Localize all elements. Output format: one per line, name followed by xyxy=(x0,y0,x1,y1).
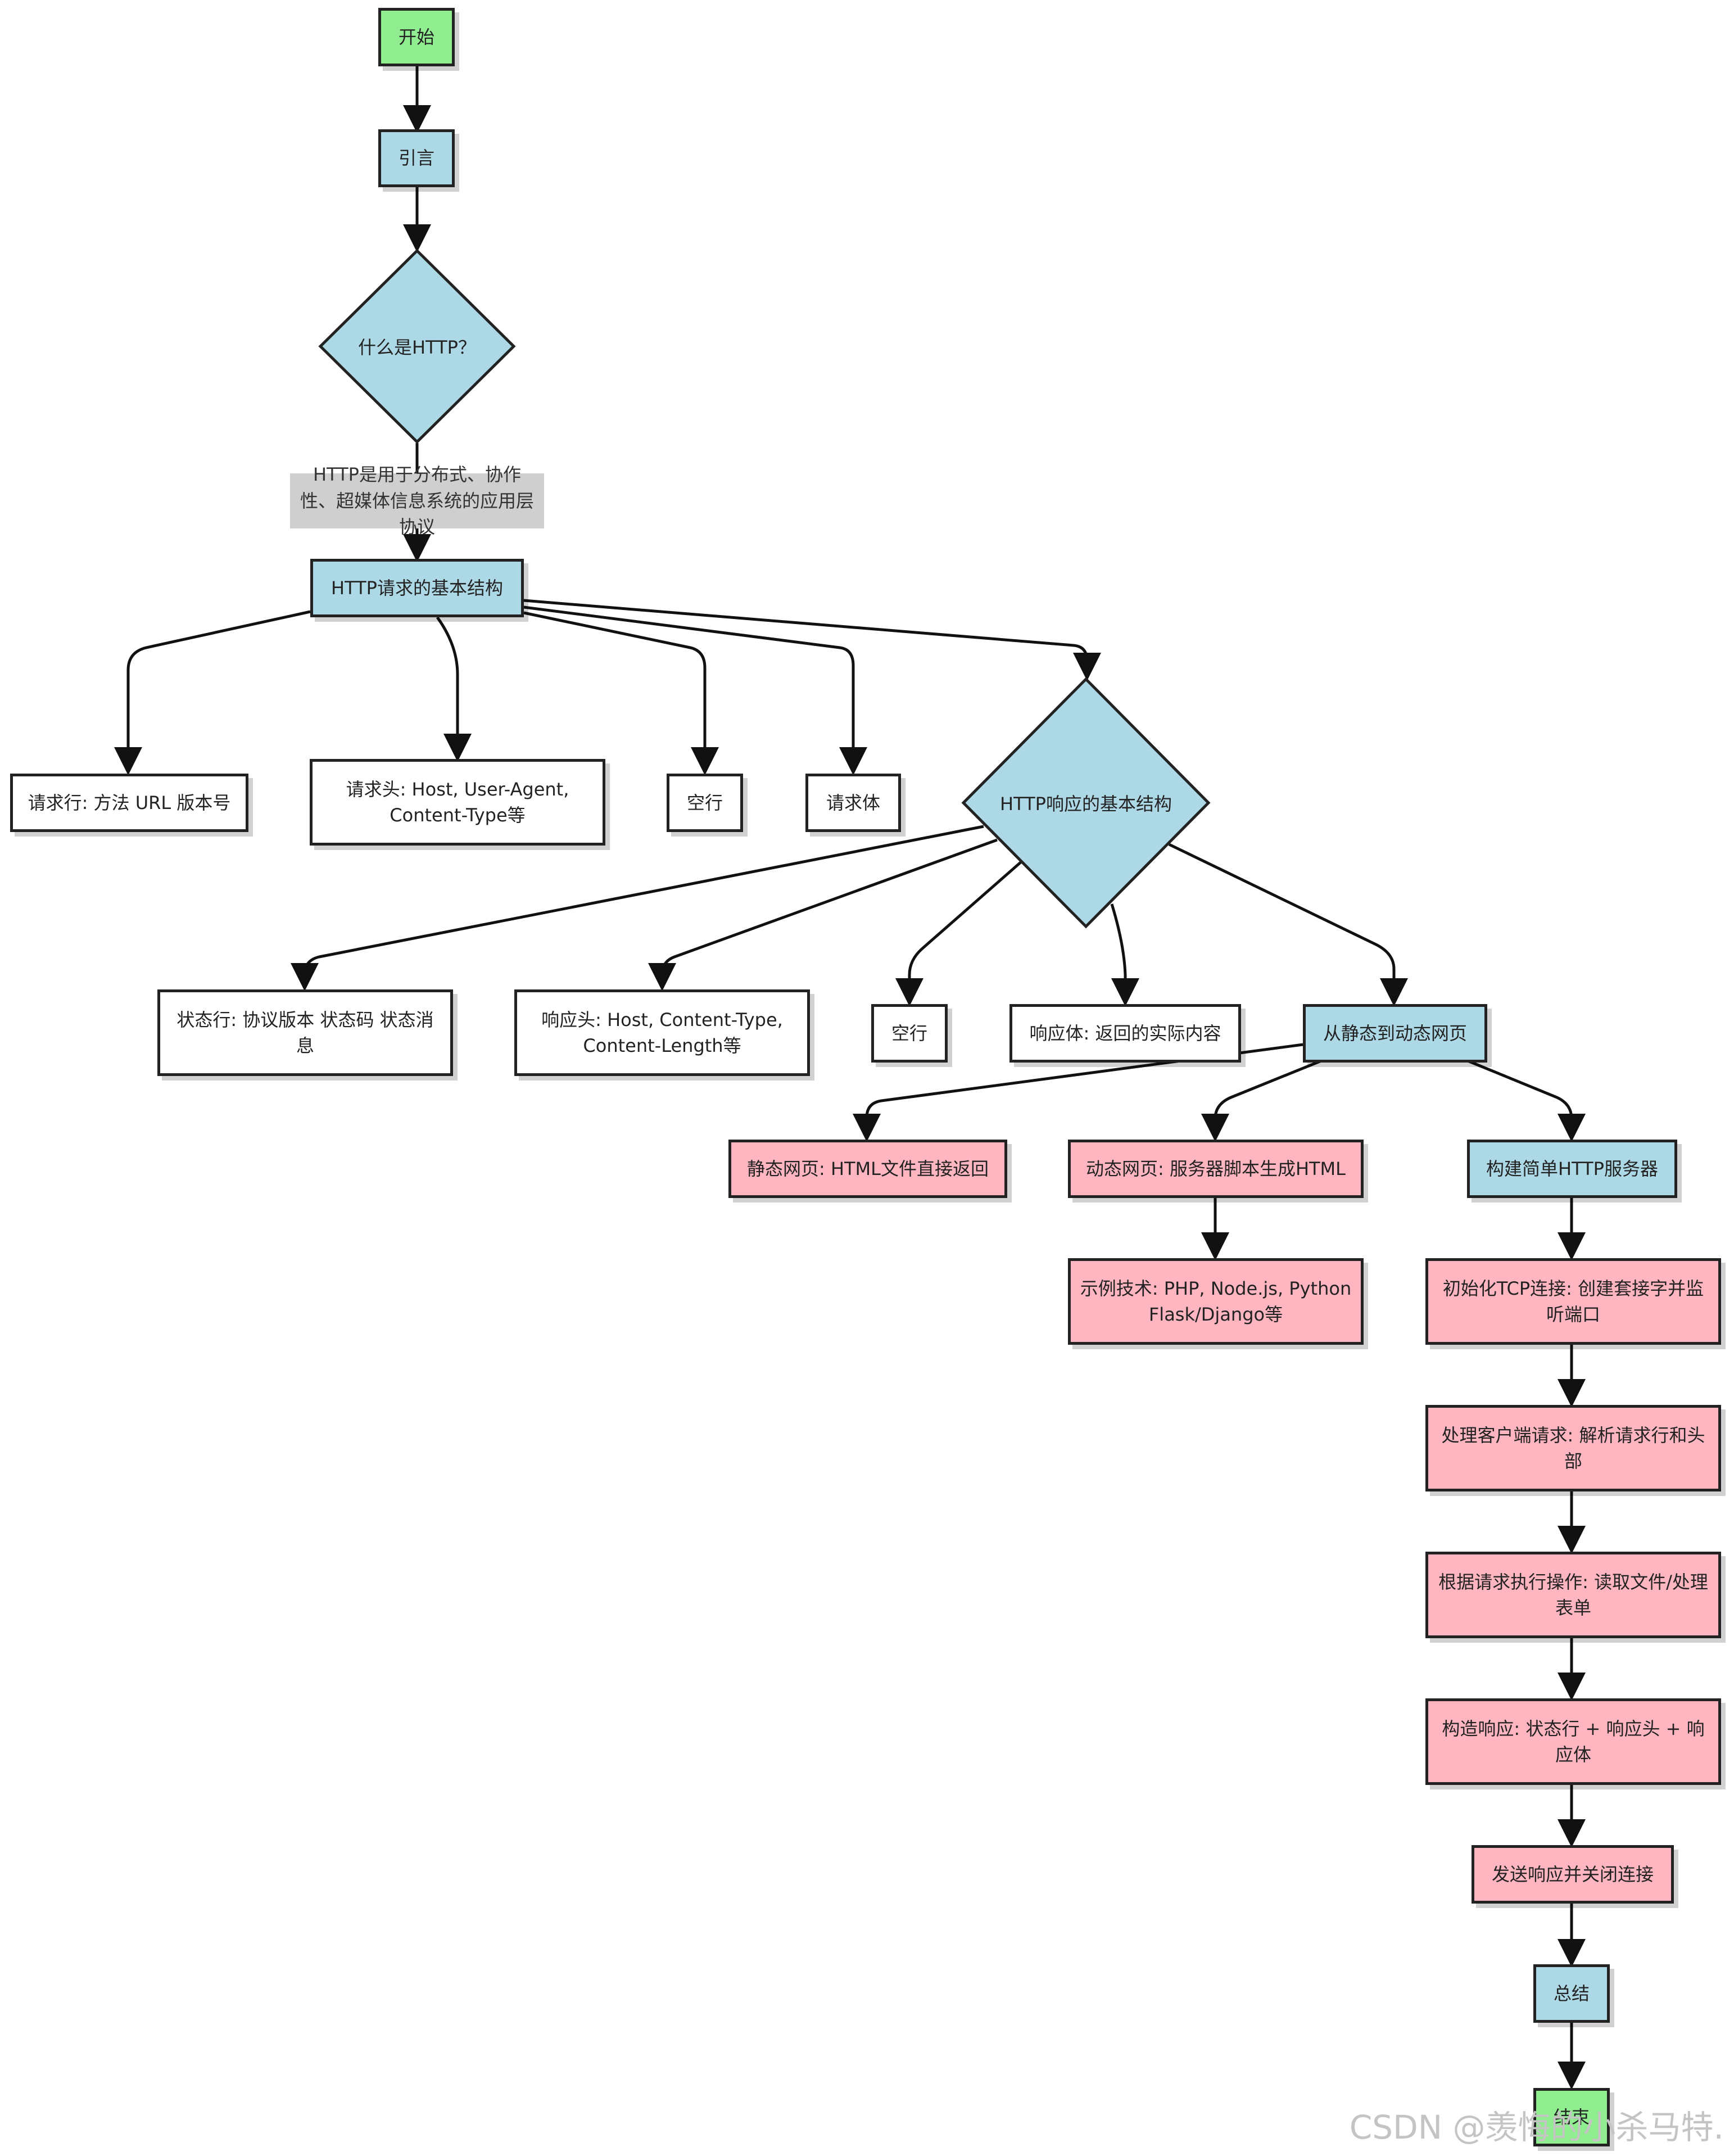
node-resp-header: 响应头: Host, Content-Type, Content-Length等 xyxy=(514,989,810,1076)
node-static-dynamic: 从静态到动态网页 xyxy=(1303,1004,1487,1063)
node-req-line: 请求行: 方法 URL 版本号 xyxy=(10,774,248,832)
node-init-tcp: 初始化TCP连接: 创建套接字并监听端口 xyxy=(1425,1258,1721,1345)
edge-sd-build xyxy=(1463,1057,1586,1142)
node-status-line: 状态行: 协议版本 状态码 状态消息 xyxy=(157,989,453,1076)
node-start: 开始 xyxy=(378,8,455,66)
node-resp-body: 响应体: 返回的实际内容 xyxy=(1009,1004,1241,1063)
edge-reqstruct-reqheader xyxy=(436,616,472,762)
edge-resp-staticdyn xyxy=(1168,843,1408,1006)
node-resp-blank: 空行 xyxy=(871,1004,948,1063)
node-dynamic-page: 动态网页: 服务器脚本生成HTML xyxy=(1068,1140,1364,1198)
node-build-server: 构建简单HTTP服务器 xyxy=(1467,1140,1677,1198)
edge-sd-static xyxy=(853,1043,1303,1142)
node-send-close: 发送响应并关闭连接 xyxy=(1472,1845,1674,1904)
edge-reqstruct-blank xyxy=(523,611,719,775)
node-req-body: 请求体 xyxy=(805,774,901,832)
node-execute: 根据请求执行操作: 读取文件/处理表单 xyxy=(1425,1552,1721,1638)
csdn-watermark: CSDN @羡悔的小杀马特. xyxy=(1349,2108,1724,2146)
edge-resp-respheader xyxy=(648,838,998,991)
edge-reqstruct-reqline xyxy=(114,610,311,775)
node-example-tech: 示例技术: PHP, Node.js, Python Flask/Django等 xyxy=(1068,1258,1364,1345)
edge-resp-body xyxy=(1110,903,1139,1006)
node-end: 结束 xyxy=(1533,2088,1610,2146)
edge-resp-status xyxy=(291,825,984,991)
node-req-structure: HTTP请求的基本结构 xyxy=(310,559,524,617)
edge-resp-blank xyxy=(895,860,1023,1006)
node-handle-req: 处理客户端请求: 解析请求行和头部 xyxy=(1425,1405,1721,1491)
node-summary: 总结 xyxy=(1533,1964,1610,2023)
diamond-resp-structure xyxy=(961,677,1211,929)
node-build-resp: 构造响应: 状态行 + 响应头 + 响应体 xyxy=(1425,1698,1721,1785)
node-what-http: 什么是HTTP？ xyxy=(358,337,476,358)
edge-label-http-definition: HTTP是用于分布式、协作性、超媒体信息系统的应用层协议 xyxy=(290,464,544,537)
diamond-what-http xyxy=(318,248,516,444)
node-req-blank: 空行 xyxy=(667,774,743,832)
edge-reqstruct-respstruct xyxy=(523,599,1101,681)
edge-reqstruct-body xyxy=(523,605,867,775)
node-static-page: 静态网页: HTML文件直接返回 xyxy=(728,1140,1007,1198)
node-intro: 引言 xyxy=(378,129,455,187)
node-req-header: 请求头: Host, User-Agent, Content-Type等 xyxy=(310,759,605,846)
edge-sd-dynamic xyxy=(1201,1057,1326,1142)
node-resp-structure: HTTP响应的基本结构 xyxy=(1000,793,1172,815)
